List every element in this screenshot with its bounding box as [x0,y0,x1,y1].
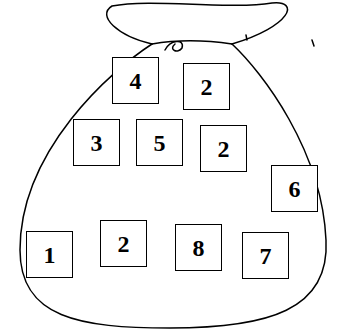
number-card: 2 [200,125,247,172]
number-card: 6 [271,165,318,212]
bag-marks [246,35,314,46]
number-card: 2 [183,63,230,110]
number-card: 5 [136,119,183,166]
card-number: 8 [193,236,205,260]
number-card: 7 [242,232,289,279]
number-card: 3 [73,119,120,166]
card-number: 1 [44,243,56,267]
bag-body [20,44,326,328]
bag-tie [152,41,232,51]
number-card: 8 [175,224,222,271]
card-number: 3 [91,131,103,155]
card-number: 5 [154,131,166,155]
number-card: 4 [112,57,159,104]
number-card: 2 [100,220,147,267]
card-number: 6 [289,177,301,201]
bag-mouth [107,3,288,44]
number-card: 1 [26,231,73,278]
card-number: 7 [260,244,272,268]
card-number: 2 [201,75,213,99]
card-number: 2 [218,137,230,161]
bag-drawing [20,3,326,328]
card-number: 2 [118,232,130,256]
card-number: 4 [130,69,142,93]
